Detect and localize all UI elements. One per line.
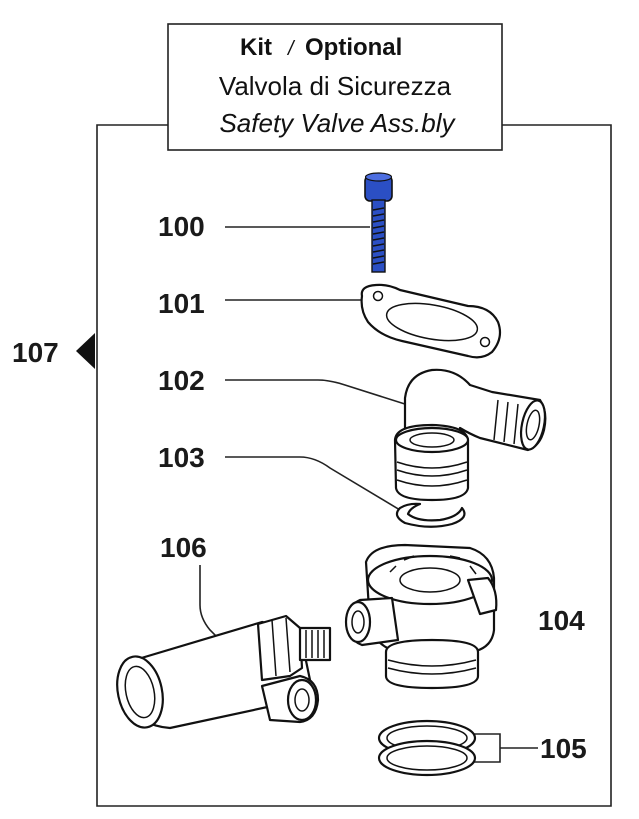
valve-body-part <box>344 543 498 690</box>
title-kit: Kit <box>240 34 272 61</box>
callout-106: 106 <box>160 532 223 643</box>
callout-105-label: 105 <box>540 733 587 764</box>
callout-106-label: 106 <box>160 532 207 563</box>
callout-101-label: 101 <box>158 288 205 319</box>
title-english: Safety Valve Ass.bly <box>219 108 456 138</box>
title-optional: Optional <box>305 34 402 61</box>
callout-102: 102 <box>158 365 409 406</box>
o-rings-part <box>377 719 477 777</box>
callout-100-label: 100 <box>158 211 205 242</box>
callout-107: 107 <box>12 333 95 369</box>
title-separator: / <box>286 38 296 60</box>
callout-104-label: 104 <box>538 605 585 636</box>
title-italian: Valvola di Sicurezza <box>219 71 452 101</box>
title-box: Kit / Optional Valvola di Sicurezza Safe… <box>167 23 503 151</box>
diagram-frame <box>96 124 612 807</box>
callout-102-label: 102 <box>158 365 205 396</box>
callout-103: 103 <box>158 442 401 511</box>
elbow-part <box>393 368 547 502</box>
callout-105: 105 <box>470 733 587 764</box>
screw-part <box>364 172 393 273</box>
callout-103-label: 103 <box>158 442 205 473</box>
assembly-pointer-icon <box>76 333 95 369</box>
retaining-ring-part <box>395 502 466 528</box>
gasket-part <box>360 283 502 359</box>
callout-104: 104 <box>538 605 585 636</box>
callout-107-label: 107 <box>12 337 59 368</box>
callout-101: 101 <box>158 288 372 319</box>
drain-fitting-part <box>116 614 332 730</box>
callout-100: 100 <box>158 211 370 242</box>
